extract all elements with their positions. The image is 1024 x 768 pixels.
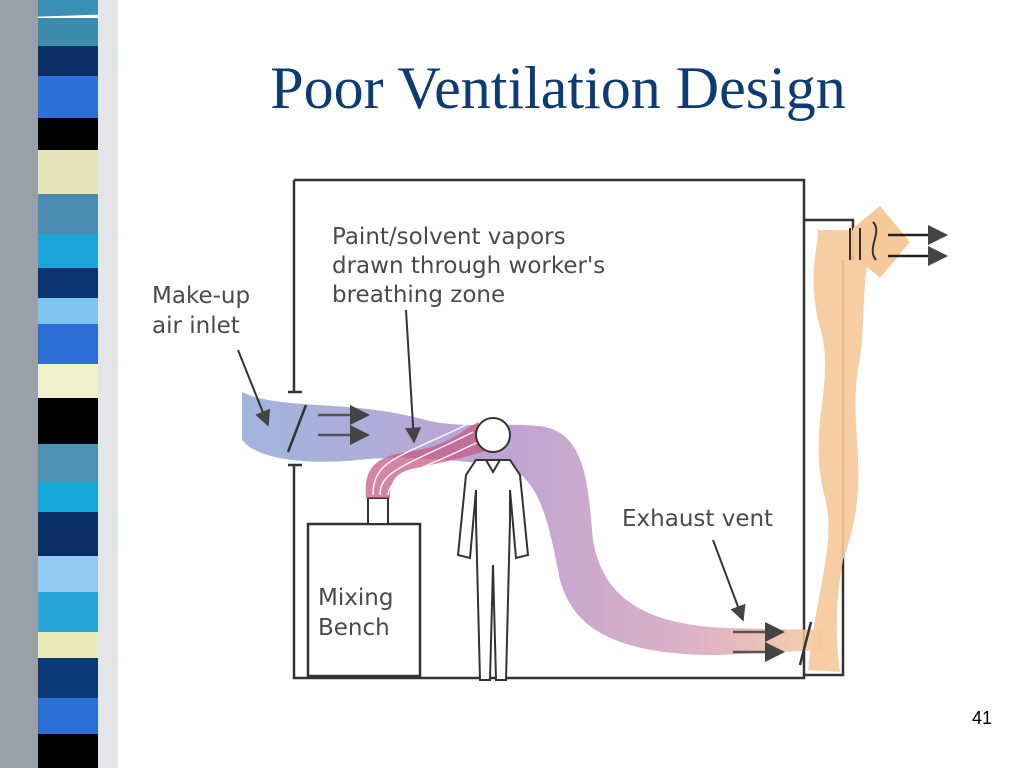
room-wall [292,178,806,680]
strip-blocks [38,0,98,768]
inlet-label: Make-up air inlet [152,283,257,339]
exhaust-plume [808,230,878,672]
vapor-lines [372,423,479,496]
vapor-pointer [405,309,422,444]
page-number: 41 [971,708,992,728]
bench-label: Mixing Bench [318,585,401,641]
ventilation-diagram: Paint/solvent vapors drawn through worke… [152,178,948,681]
vapors-label: Paint/solvent vapors drawn through worke… [332,224,613,308]
inlet-louver [286,390,308,467]
exhaust-louver [798,621,813,666]
inlet-pointer [237,349,271,427]
worker-figure [456,417,530,681]
mixing-bench [306,522,422,678]
exhaust-outlet-plume [853,206,910,278]
vapor-plume [365,422,488,498]
exhaust-pointer [712,539,746,622]
duct-cap [849,221,878,261]
worker-body [456,459,530,681]
exhaust-label: Exhaust vent [622,506,773,532]
worker-head [475,417,511,453]
decorative-color-strip [0,0,118,768]
solvent-container [367,497,389,525]
slide-title: Poor Ventilation Design [270,55,846,121]
